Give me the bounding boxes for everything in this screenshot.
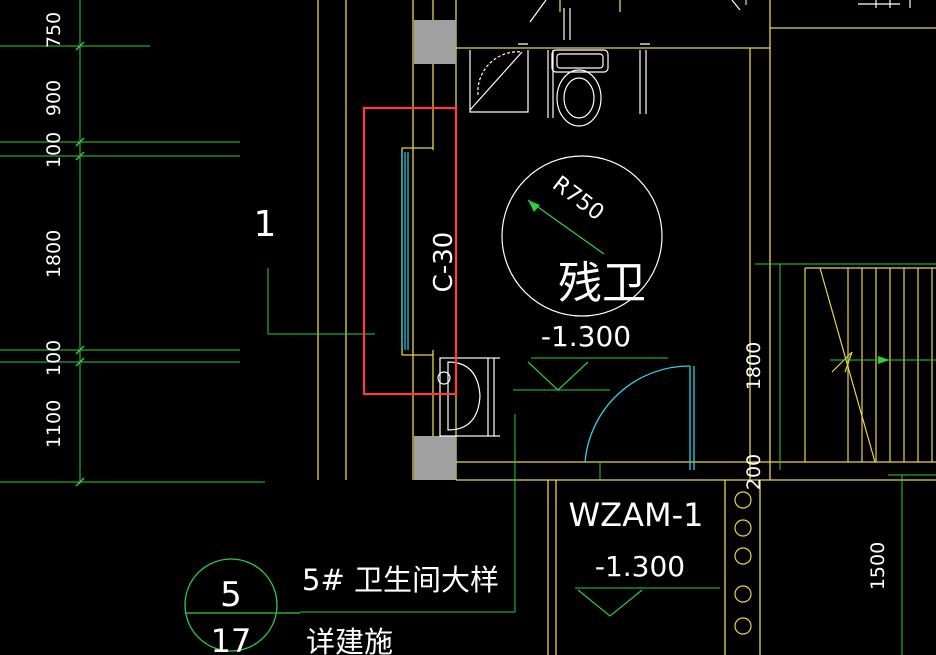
detail-sheet: 17: [211, 622, 252, 655]
dim-right-1800: 1800: [743, 342, 765, 390]
detail-subtitle: 详建施: [306, 625, 393, 655]
corridor-level: -1.300: [595, 550, 685, 583]
fixtures: [437, 0, 911, 437]
room-level: -1.300: [541, 320, 631, 353]
radius-arrow-icon: [528, 200, 540, 212]
washbasin-icon: [437, 357, 500, 437]
detail-callout: [184, 558, 300, 652]
window-c30: [401, 152, 409, 350]
window-tag: C-30: [429, 232, 459, 293]
dimension-ticks: [75, 41, 85, 487]
dim-1100: 1100: [43, 400, 65, 448]
radius-label: R750: [548, 172, 609, 226]
dim-100-bottom: 100: [43, 340, 65, 376]
column-circle-icon: [734, 491, 752, 635]
turning-circle: [501, 155, 663, 317]
elevation-triangle-icon: [527, 361, 643, 617]
doors: [584, 365, 695, 470]
grid-number: 1: [254, 204, 277, 245]
detail-title: 5# 卫生间大样: [302, 563, 499, 597]
dim-100-top: 100: [43, 132, 65, 168]
toilet-icon: [551, 49, 609, 127]
highlight-box: [362, 106, 458, 396]
dim-900: 900: [43, 80, 65, 116]
door-code: WZAM-1: [569, 496, 704, 534]
columns: [414, 20, 456, 480]
dim-right-1500: 1500: [867, 542, 889, 590]
detail-number: 5: [220, 575, 242, 615]
dim-1800: 1800: [43, 230, 65, 278]
stair: [804, 267, 936, 463]
stair-arrow-icon: [878, 356, 890, 364]
dim-750: 750: [43, 12, 65, 48]
room-name: 残卫: [558, 258, 646, 309]
dim-right-200: 200: [743, 454, 765, 490]
